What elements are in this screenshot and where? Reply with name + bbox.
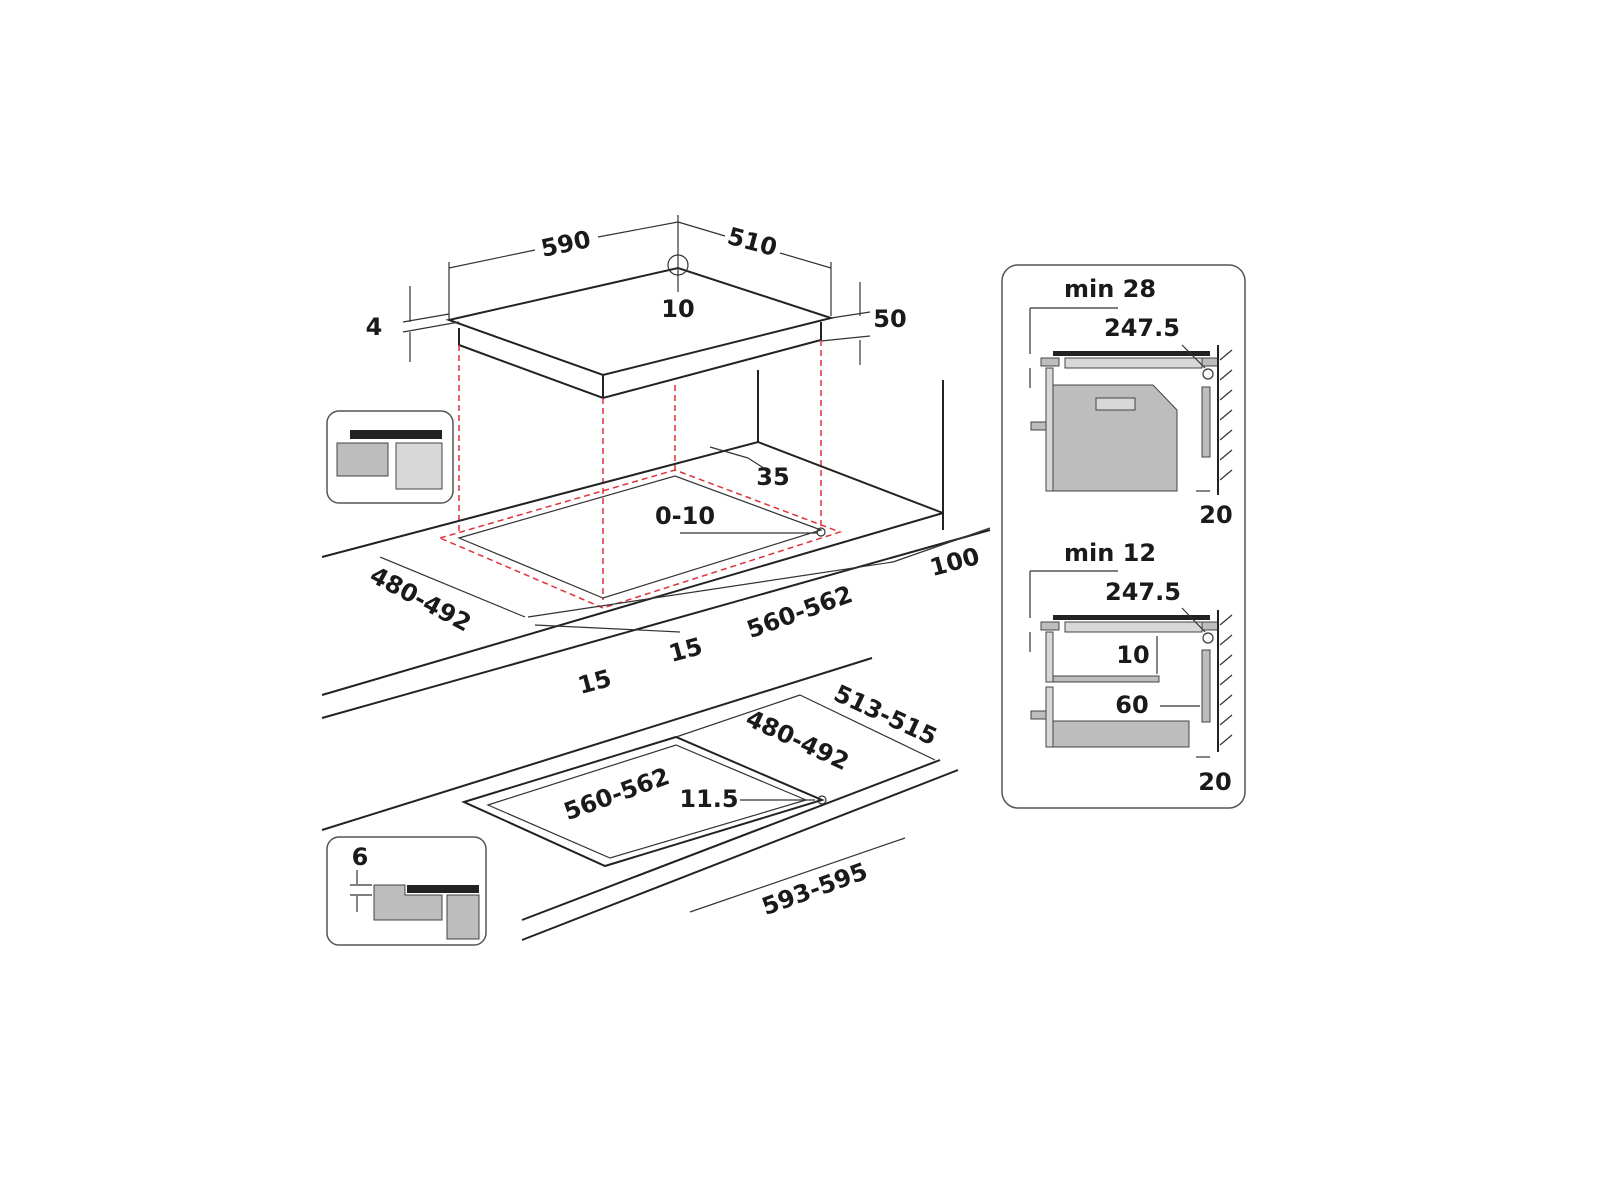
flush-mount-inset <box>326 410 454 504</box>
label-oven-dim: 247.5 <box>1104 314 1180 342</box>
side-section-panel <box>1001 264 1246 809</box>
label-drawer-min: min 12 <box>1064 539 1156 567</box>
hob-drawing <box>402 215 871 600</box>
label-drawer-dim: 247.5 <box>1105 578 1181 606</box>
label-cut-depth: 480-492 <box>365 561 475 637</box>
countertop-flush <box>321 370 991 719</box>
label-oven-wall: 20 <box>1199 501 1232 529</box>
label-outer-width: 593-595 <box>758 857 871 921</box>
label-wall-distance: 100 <box>927 542 983 582</box>
label-offset-15a: 15 <box>666 632 706 668</box>
label-offset-15b: 15 <box>575 664 615 700</box>
label-range-0-10: 0-10 <box>655 502 715 530</box>
label-cut-width: 560-562 <box>743 580 856 644</box>
label-gap-35: 35 <box>756 463 789 491</box>
label-oven-min: min 28 <box>1064 275 1156 303</box>
countertop-recessed <box>321 657 959 941</box>
label-recess-depth: 6 <box>352 843 369 871</box>
label-corner-radius: 10 <box>661 295 694 323</box>
label-inner-width: 560-562 <box>560 762 673 826</box>
label-drawer-wall: 20 <box>1198 768 1231 796</box>
label-glass-thickness: 4 <box>366 313 383 341</box>
label-drawer-gap-10: 10 <box>1116 641 1149 669</box>
label-radius: 11.5 <box>679 785 738 813</box>
label-hob-width: 590 <box>538 225 593 263</box>
label-drawer-gap-60: 60 <box>1115 691 1148 719</box>
label-hob-depth: 510 <box>724 222 780 262</box>
label-outer-depth: 513-515 <box>830 679 942 751</box>
recessed-mount-inset <box>326 836 487 946</box>
corner-radius-marker <box>667 254 689 276</box>
label-inner-depth: 480-492 <box>742 704 854 776</box>
label-hob-height: 50 <box>873 305 906 333</box>
